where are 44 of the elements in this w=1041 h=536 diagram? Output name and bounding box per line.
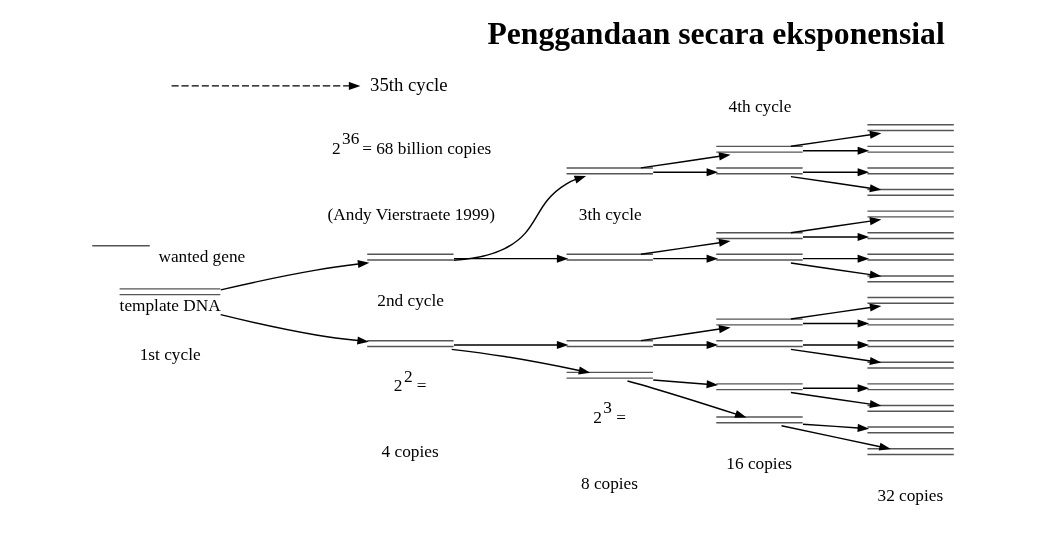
arrow xyxy=(802,423,870,432)
label: 4 copies xyxy=(381,442,439,462)
diagram-title: Penggandaan secara eksponensial xyxy=(487,15,945,51)
node-text: template DNA xyxy=(119,296,221,316)
arrow xyxy=(802,340,870,350)
node-text: 35th cycle xyxy=(370,73,448,95)
arrow xyxy=(780,425,891,451)
arrow xyxy=(450,348,591,375)
label: 8 copies xyxy=(580,474,639,494)
arrow xyxy=(170,81,361,90)
arrow xyxy=(453,175,587,261)
arrow xyxy=(640,152,731,169)
arrow xyxy=(802,233,870,242)
label: 32 copies xyxy=(877,485,944,505)
arrow xyxy=(790,348,882,365)
arrow xyxy=(640,325,731,342)
arrow xyxy=(790,262,882,279)
arrow xyxy=(790,391,882,409)
label: 1st cycle xyxy=(139,344,201,364)
arrow xyxy=(802,384,870,393)
arrow xyxy=(790,175,882,193)
label: 16 copies xyxy=(726,453,793,473)
label: 4th cycle xyxy=(728,96,792,116)
arrow xyxy=(652,168,719,177)
arrow xyxy=(802,146,870,155)
label: (Andy Vierstraete 1999) xyxy=(327,204,496,224)
arrow xyxy=(652,254,719,263)
legend-label: wanted gene xyxy=(158,247,246,267)
label: 3th cycle xyxy=(578,204,642,224)
arrow xyxy=(802,254,870,263)
arrow xyxy=(652,379,719,389)
arrow xyxy=(640,238,731,255)
arrow xyxy=(453,254,569,263)
arrow xyxy=(790,303,882,320)
arrow xyxy=(802,319,870,328)
arrow xyxy=(220,260,370,291)
arrow xyxy=(626,380,747,418)
arrow xyxy=(652,340,719,350)
arrow xyxy=(453,340,569,350)
arrow xyxy=(802,168,870,177)
label: 2nd cycle xyxy=(377,291,444,311)
arrow xyxy=(790,130,882,147)
arrow xyxy=(219,313,369,345)
arrow xyxy=(790,217,882,234)
